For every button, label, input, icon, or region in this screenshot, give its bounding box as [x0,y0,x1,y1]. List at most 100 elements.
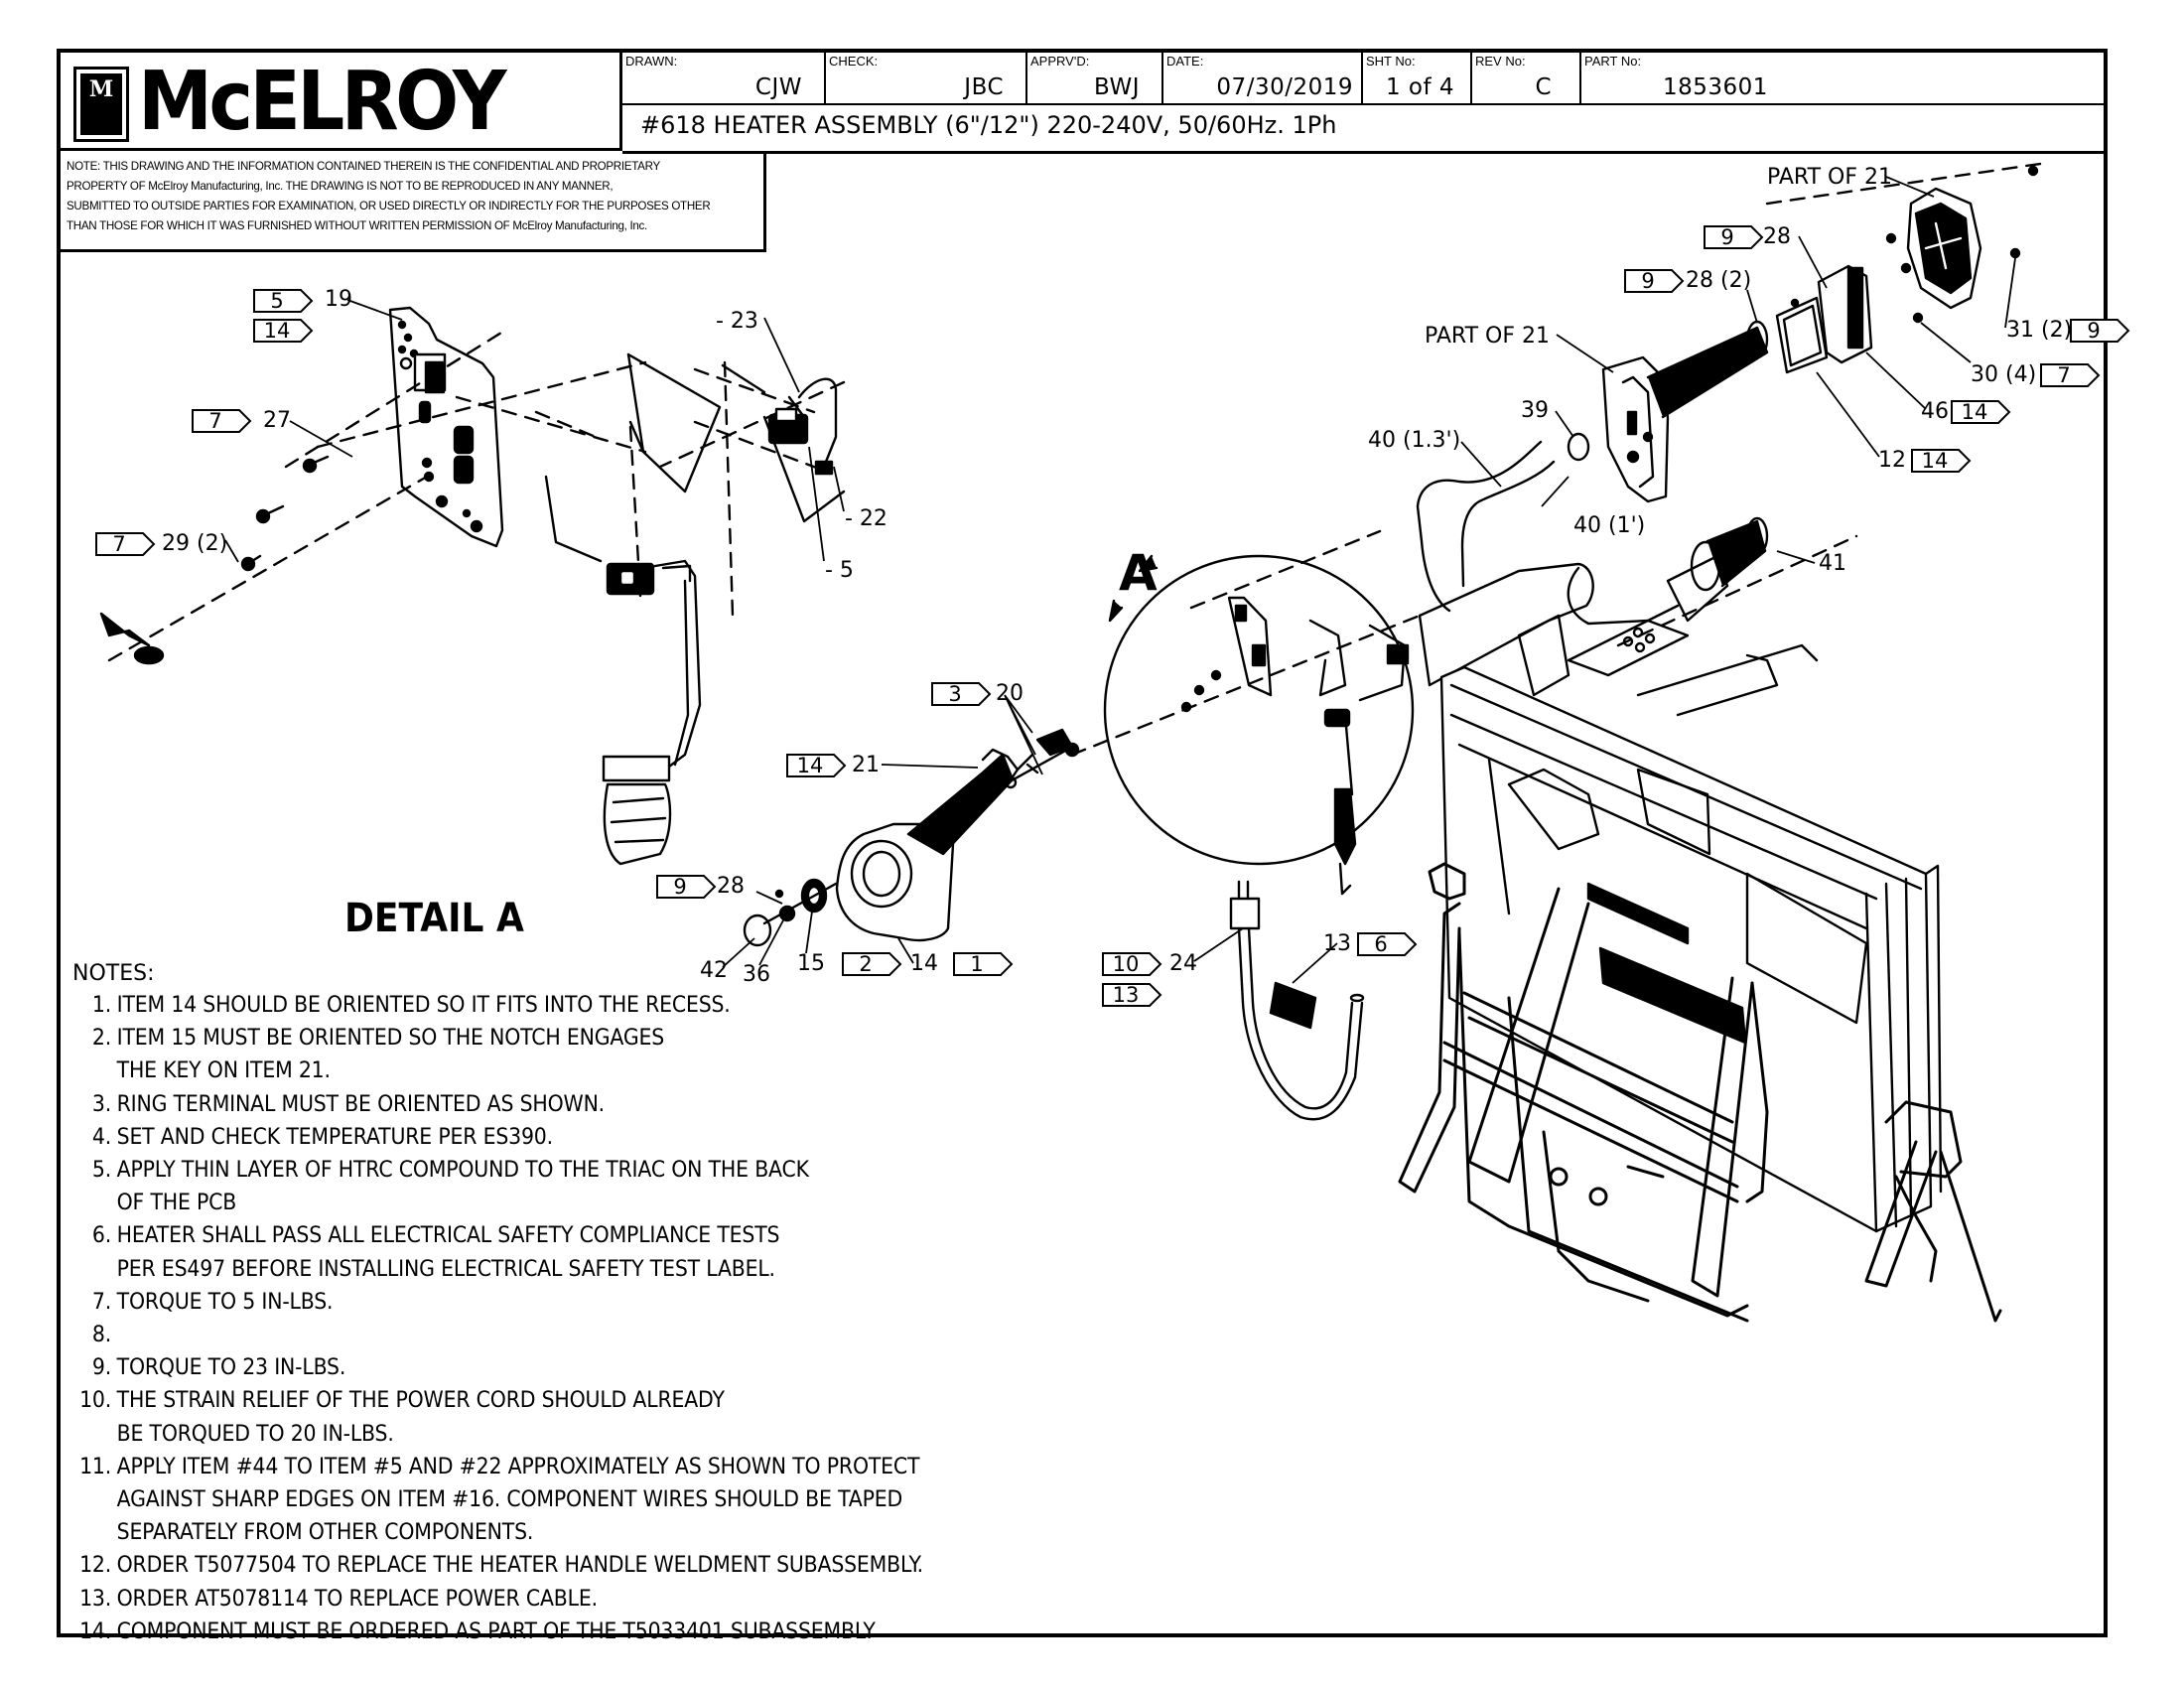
note-item: 14.COMPONENT MUST BE ORDERED AS PART OF … [72,1619,876,1644]
field-part-number: PART No:1853601 [1579,53,2104,103]
note-flag-number: 7 [2057,363,2071,387]
callout-item-15: 15 [797,951,825,976]
note-item: 6.HEATER SHALL PASS ALL ELECTRICAL SAFET… [72,1223,780,1249]
note-flag-number: 7 [208,409,222,433]
note-number: 14. [79,1618,112,1644]
note-flag-14: 14 [786,754,847,777]
handle-end-cap [1601,355,1670,503]
leader-lines [224,176,2016,984]
ring-terminal [99,612,165,665]
note-flag-number: 14 [1961,400,1988,424]
note-number: 11. [79,1454,112,1479]
note-item: 9.TORQUE TO 23 IN-LBS. [72,1355,345,1380]
note-text: THE KEY ON ITEM 21. [116,1058,331,1084]
callout-item-42: 42 [700,958,728,983]
callout-item-20: 20 [996,681,1024,706]
callout-item-39: 39 [1521,398,1549,423]
note-number: 6. [91,1223,112,1249]
note-flag-7: 7 [2040,363,2101,387]
callout-item-31-2: 31 (2) [2006,318,2073,343]
callout-item-28: 28 [1763,224,1791,249]
confidentiality-note: NOTE: THIS DRAWING AND THE INFORMATION C… [61,151,766,252]
note-flag-number: 2 [859,952,873,976]
callout-item-23: - 23 [716,309,758,334]
callout-item-19: 19 [325,287,352,312]
note-item: 2.ITEM 15 MUST BE ORIENTED SO THE NOTCH … [72,1026,664,1051]
note-flag-number: 3 [948,682,962,706]
note-number: 12. [79,1553,112,1579]
note-text: PER ES497 BEFORE INSTALLING ELECTRICAL S… [116,1256,775,1282]
note-number: 3. [91,1091,112,1117]
note-flag-5: 5 [253,289,314,313]
heater-body [1439,614,1943,1233]
note-text: AGAINST SHARP EDGES ON ITEM #16. COMPONE… [116,1487,903,1512]
field-revision: REV No:C [1470,53,1579,103]
field-approved: APPRV'D:BWJ [1025,53,1161,103]
note-text: THE STRAIN RELIEF OF THE POWER CORD SHOU… [116,1388,725,1414]
callout-item-part-of-21: PART OF 21 [1767,165,1892,190]
field-check: CHECK:JBC [824,53,1025,103]
detail-a-contents [1180,596,1410,896]
note-text: BE TORQUED TO 20 IN-LBS. [116,1421,394,1447]
note-item: 7.TORQUE TO 5 IN-LBS. [72,1289,334,1315]
note-item: 13.ORDER AT5078114 TO REPLACE POWER CABL… [72,1587,598,1612]
note-flag-number: 10 [1112,952,1140,976]
note-flag-14: 14 [253,319,314,343]
note-number: 7. [91,1289,112,1315]
callout-item-28: 28 [717,874,745,899]
screws-27-29 [240,455,330,572]
callout-item-40-1-3: 40 (1.3') [1368,428,1461,453]
note-number: 13. [79,1586,112,1612]
callout-item-41: 41 [1819,551,1846,576]
callout-item-24: 24 [1169,951,1197,976]
note-flag-number: 9 [2087,319,2101,343]
thermostat-knob-parts [743,878,838,947]
callout-item-part-of-21: PART OF 21 [1425,324,1550,349]
note-text: RING TERMINAL MUST BE ORIENTED AS SHOWN. [116,1091,606,1117]
note-flag-9: 9 [2070,319,2130,343]
board-46 [1817,264,1873,364]
flag-outline-icon [786,754,847,777]
note-number: 10. [79,1388,112,1414]
flag-outline-icon [2040,363,2101,387]
note-text: APPLY THIN LAYER OF HTRC COMPOUND TO THE… [116,1158,809,1183]
note-flag-9: 9 [656,875,717,899]
flag-outline-icon [1911,449,1972,473]
note-text: TORQUE TO 23 IN-LBS. [116,1355,346,1381]
note-flag-number: 1 [970,952,984,976]
note-flag-1: 1 [953,952,1014,976]
note-flag-number: 7 [112,532,126,556]
flag-outline-icon [953,952,1014,976]
logo-cell: M McELROY [61,53,622,151]
wires-40 [1416,440,1556,613]
title-row: #618 HEATER ASSEMBLY (6"/12") 220-240V, … [622,103,2104,154]
callout-item-27: 27 [263,408,291,433]
note-item: 12.ORDER T5077504 TO REPLACE THE HEATER … [72,1553,923,1578]
note-text: ITEM 15 MUST BE ORIENTED SO THE NOTCH EN… [116,1026,665,1052]
note-number: 1. [91,993,112,1018]
flag-outline-icon [1102,983,1162,1007]
note-item-continuation: PER ES497 BEFORE INSTALLING ELECTRICAL S… [72,1257,775,1282]
note-flag-14: 14 [1951,400,2011,424]
note-flag-9: 9 [1704,225,1764,249]
flag-outline-icon [95,532,156,556]
note-item-continuation: AGAINST SHARP EDGES ON ITEM #16. COMPONE… [72,1487,903,1512]
note-number: 9. [91,1355,112,1381]
note-flag-number: 9 [673,875,687,899]
flag-outline-icon [1624,269,1685,293]
note-flag-number: 6 [1374,932,1388,956]
detail-a-title: DETAIL A [344,896,524,941]
note-text: TORQUE TO 5 IN-LBS. [116,1289,334,1315]
note-number: 8. [91,1323,112,1347]
flag-outline-icon [192,409,252,433]
note-flag-number: 14 [263,319,291,343]
field-sheet-number: SHT No:1 of 4 [1361,53,1470,103]
note-flag-number: 9 [1641,269,1655,293]
handle-21 [835,748,1020,942]
flag-outline-icon [1951,400,2011,424]
callout-item-36: 36 [743,962,770,987]
callout-item-30-4: 30 (4) [1971,362,2037,387]
note-text: SET AND CHECK TEMPERATURE PER ES390. [116,1124,553,1150]
note-number: 5. [91,1158,112,1183]
flag-outline-icon [931,682,992,706]
